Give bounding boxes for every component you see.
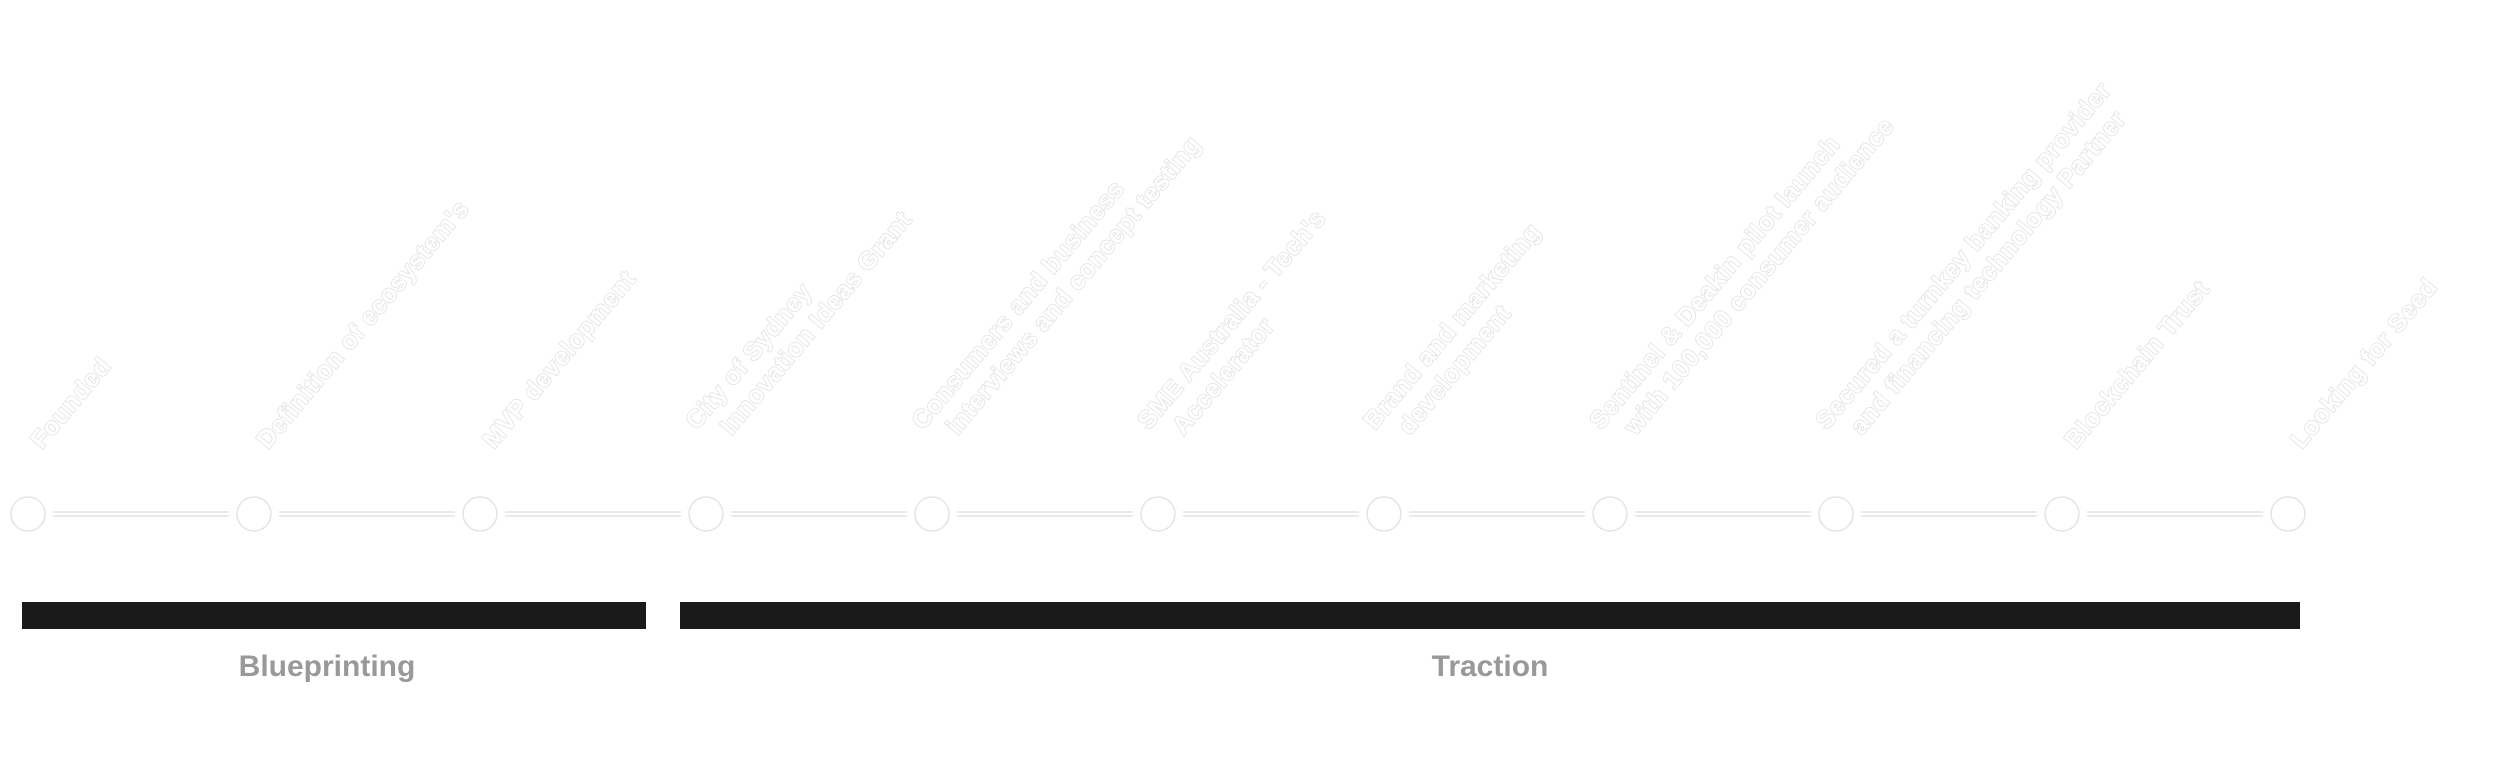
milestone-label-line: Innovation Ideas Grant	[715, 206, 918, 440]
milestone-label: Brand and marketingdevelopment	[1358, 218, 1569, 454]
phase-label-traction: Traction	[1431, 650, 1549, 683]
milestone-label: City of SydneyInnovation Ideas Grant	[680, 187, 917, 454]
timeline-connector	[731, 511, 907, 517]
milestone-node	[688, 496, 724, 532]
timeline-connector	[2087, 511, 2263, 517]
milestone-label: Definition of ecosystem's	[251, 195, 475, 454]
phase-bars	[22, 602, 2300, 629]
milestone-label-line: Secured a turnkey banking provider	[1810, 77, 2117, 435]
milestone-label-line: Sentinel & Deakin pilot launch	[1584, 131, 1845, 435]
timeline-connector	[1409, 511, 1585, 517]
milestone-node	[1140, 496, 1176, 532]
milestone-label-line: Founded	[25, 352, 117, 454]
milestone-node	[10, 496, 46, 532]
milestone-node	[2044, 496, 2080, 532]
milestone-label-line: Looking for Seed	[2285, 273, 2443, 454]
milestone-label: Blockchain Trust	[2059, 275, 2215, 454]
timeline-connector	[1635, 511, 1811, 517]
milestone-node	[462, 496, 498, 532]
phase-bar-traction	[680, 602, 2300, 629]
milestone-label-line: SME Australia - Tech's	[1132, 205, 1331, 435]
milestone-node	[2270, 496, 2306, 532]
milestone-label: SME Australia - Tech'sAccelerator	[1132, 205, 1354, 454]
milestone-label-line: Consumers and business	[906, 175, 1130, 434]
milestone-label-line: Definition of ecosystem's	[251, 195, 475, 454]
milestone-node	[236, 496, 272, 532]
milestone-label-line: Blockchain Trust	[2059, 275, 2215, 454]
timeline-connector	[505, 511, 681, 517]
phase-bar-blueprinting	[22, 602, 646, 629]
milestone-label: Looking for Seed	[2285, 273, 2443, 454]
milestone-label: Founded	[25, 352, 117, 454]
milestone-label-line: and financing technology Partner	[1845, 105, 2132, 440]
milestone-label: MVP development	[477, 265, 641, 453]
milestone-node	[1366, 496, 1402, 532]
milestone-node	[1592, 496, 1628, 532]
timeline-connector	[53, 511, 229, 517]
milestone-label-line: Brand and marketing	[1358, 218, 1546, 435]
timeline-connector	[1183, 511, 1359, 517]
timeline-connector	[957, 511, 1133, 517]
timeline-connector	[1861, 511, 2037, 517]
milestone-label-line: MVP development	[477, 265, 641, 453]
milestone-node	[1818, 496, 1854, 532]
timeline-nodes	[10, 496, 2306, 532]
phase-label-blueprinting: Blueprinting	[238, 650, 416, 683]
timeline-connector	[279, 511, 455, 517]
milestone-node	[914, 496, 950, 532]
timeline-connectors	[53, 511, 2263, 517]
